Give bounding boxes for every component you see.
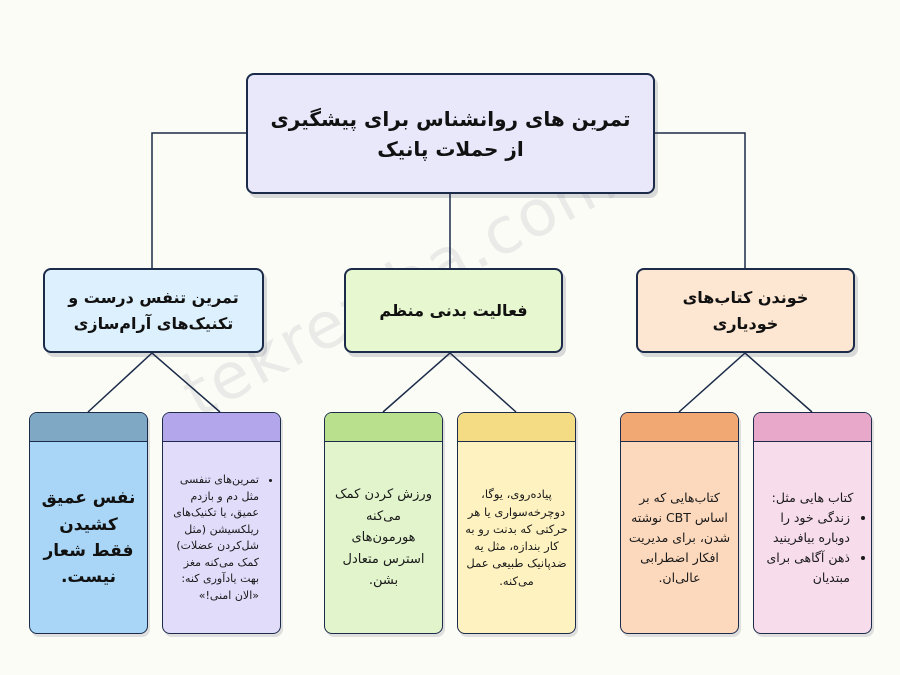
connector-right-children: [678, 351, 813, 413]
list-item: ذهن آگاهی برای مبتدیان: [761, 548, 851, 588]
category-breathing: تمرین تنفس درست و تکنیک‌های آرام‌سازی: [43, 268, 264, 353]
category-label: خوندن کتاب‌های خودیاری: [682, 287, 809, 333]
list-item: تمرین‌های تنفسی مثل دم و بازدم عمیق، یا …: [170, 472, 259, 604]
category-label: تمرین تنفس درست و تکنیک‌های آرام‌سازی: [68, 287, 239, 333]
root-title-box: تمرین های روانشناس برای پیشگیری از حملات…: [246, 73, 655, 194]
exercise-text: ورزش کردن کمک می‌کنه هورمون‌های استرس مت…: [334, 487, 432, 589]
books-examples-heading: کتاب هایی مثل:: [771, 490, 854, 505]
card-breathing-techniques: تمرین‌های تنفسی مثل دم و بازدم عمیق، یا …: [162, 412, 281, 634]
category-label: فعالیت بدنی منظم: [379, 300, 528, 320]
connector-root-left: [151, 132, 246, 268]
category-physical-activity: فعالیت بدنی منظم: [344, 268, 563, 353]
card-books-cbt: کتاب‌هایی که بر اساس CBT نوشته شدن، برای…: [620, 412, 739, 634]
card-books-examples: کتاب هایی مثل: زندگی خود را دوباره بیافر…: [753, 412, 872, 634]
connector-middle-children: [382, 351, 517, 413]
category-self-help-books: خوندن کتاب‌های خودیاری: [636, 268, 855, 353]
card-exercise: ورزش کردن کمک می‌کنه هورمون‌های استرس مت…: [324, 412, 443, 634]
root-title: تمرین های روانشناس برای پیشگیری از حملات…: [270, 106, 631, 161]
walking-text: پیاده‌روی، یوگا، دوچرخه‌سواری یا هر حرکت…: [465, 487, 568, 588]
books-cbt-text: کتاب‌هایی که بر اساس CBT نوشته شدن، برای…: [628, 490, 731, 585]
deep-breath-text: نفس عمیق کشیدن فقط شعار نیست.: [41, 488, 136, 588]
card-walking: پیاده‌روی، یوگا، دوچرخه‌سواری یا هر حرکت…: [457, 412, 576, 634]
card-deep-breath: نفس عمیق کشیدن فقط شعار نیست.: [29, 412, 148, 634]
connector-left-children: [87, 351, 221, 413]
list-item: زندگی خود را دوباره بیافرینید: [761, 508, 850, 548]
connector-root-right: [655, 132, 746, 268]
